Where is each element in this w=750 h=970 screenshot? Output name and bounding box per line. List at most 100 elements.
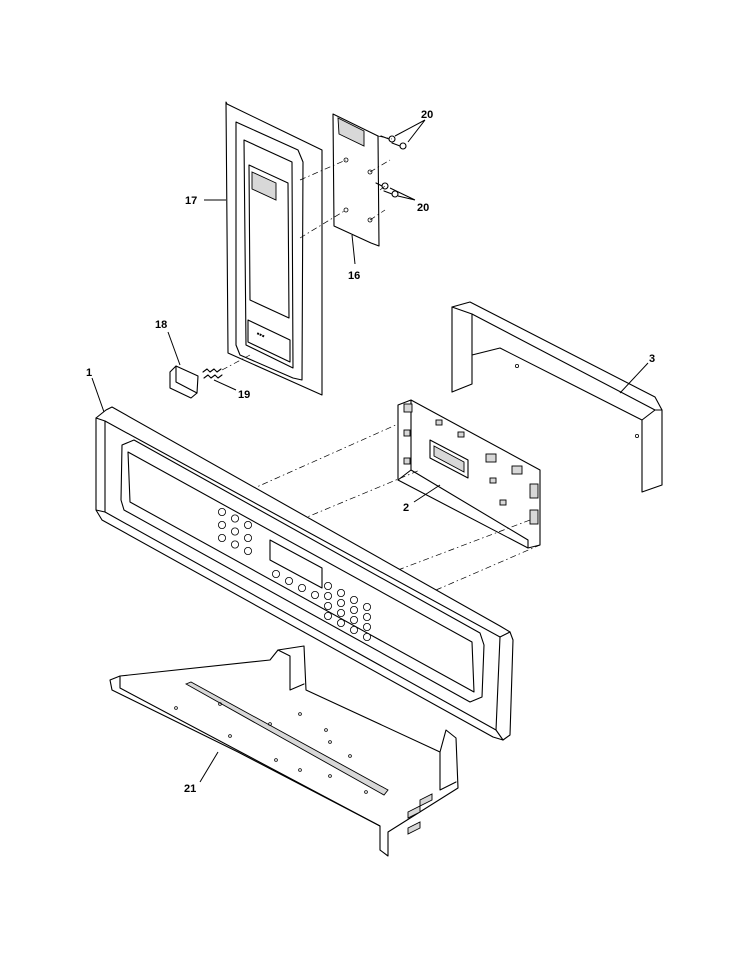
- panel-button: [230, 540, 239, 549]
- panel-button: [323, 612, 332, 621]
- tray-hole: [218, 702, 222, 706]
- tray-hole: [364, 790, 368, 794]
- tray-hole: [298, 768, 302, 772]
- screw: [391, 142, 407, 150]
- knob-edge: [175, 365, 198, 394]
- panel-button: [310, 591, 319, 600]
- callout-17: 17: [185, 195, 197, 207]
- trim-hole: [635, 433, 640, 438]
- tray-side: [439, 751, 457, 791]
- vent-cover-logo-mark: ▪▪▪: [255, 329, 267, 341]
- panel-button: [349, 606, 358, 615]
- part-18-knob: [169, 365, 199, 399]
- alignment-line-knob: [221, 354, 251, 371]
- leader-18: [167, 331, 181, 366]
- leader-2: [413, 484, 441, 503]
- bracket-hole: [343, 207, 349, 213]
- panel-button: [230, 527, 239, 536]
- panel-button: [336, 619, 345, 628]
- panel-button: [243, 521, 252, 530]
- callout-19: 19: [238, 389, 250, 401]
- panel-button: [349, 616, 358, 625]
- board-connector: [529, 509, 539, 525]
- trim-frame: [451, 301, 663, 493]
- tray-hole: [228, 734, 232, 738]
- board-component: [499, 499, 507, 506]
- part-3-trim: [451, 301, 663, 493]
- leader-16: [351, 234, 356, 265]
- leader-1: [91, 377, 105, 413]
- tray-hole: [324, 728, 328, 732]
- alignment-lines-upper: [299, 135, 393, 239]
- panel-edge: [95, 509, 106, 513]
- part-19-spring: [202, 368, 223, 379]
- callout-3: 3: [649, 353, 655, 365]
- tray-slot: [419, 793, 433, 807]
- board-connector: [403, 403, 413, 413]
- callout-2: 2: [403, 502, 409, 514]
- screw: [383, 190, 399, 198]
- part-1-control-panel: [95, 406, 514, 741]
- board-connector: [485, 453, 497, 463]
- tray-hole: [328, 740, 332, 744]
- panel-button: [297, 584, 306, 593]
- panel-button: [217, 534, 226, 543]
- tray-slot: [407, 821, 421, 835]
- vent-cover-inner: [243, 139, 294, 369]
- board-edge: [410, 399, 529, 549]
- callout-21: 21: [184, 783, 196, 795]
- knob-body: [169, 365, 199, 399]
- panel-button: [362, 603, 371, 612]
- tray-hole: [328, 774, 332, 778]
- panel-edge: [104, 420, 504, 741]
- board-connector: [403, 457, 411, 465]
- bracket-hole: [367, 217, 373, 223]
- panel-button: [362, 633, 371, 642]
- panel-edge: [495, 636, 501, 731]
- panel-button: [243, 547, 252, 556]
- panel-display: [269, 539, 323, 589]
- panel-button: [336, 589, 345, 598]
- panel-button: [323, 602, 332, 611]
- panel-glass-inner: [127, 451, 475, 693]
- panel-button: [271, 570, 280, 579]
- panel-button: [217, 521, 226, 530]
- panel-button: [243, 534, 252, 543]
- board-connector: [511, 465, 523, 475]
- leader-19: [213, 379, 237, 391]
- tray-hole: [348, 754, 352, 758]
- leader-20-bottom: [389, 187, 416, 201]
- tray-hole: [174, 706, 178, 710]
- tray-slot: [407, 805, 421, 819]
- board-connector: [403, 429, 411, 437]
- tray-hole: [274, 758, 278, 762]
- part-20-screws: [375, 135, 407, 198]
- callout-20-bottom: 20: [417, 202, 429, 214]
- tray-tab: [277, 649, 305, 691]
- panel-button: [349, 626, 358, 635]
- tray-edge: [119, 675, 381, 827]
- panel-button: [230, 514, 239, 523]
- panel-button: [362, 623, 371, 632]
- part-21-tray: [109, 645, 459, 857]
- panel-button: [217, 507, 226, 516]
- panel-button: [323, 592, 332, 601]
- spring-coil: [202, 368, 222, 373]
- part-2-control-board: [397, 399, 541, 549]
- part-17-inset: ▪▪▪: [225, 101, 323, 396]
- inset-border: [225, 101, 323, 396]
- panel-button: [362, 613, 371, 622]
- panel-button: [284, 577, 293, 586]
- board-display-window: [433, 445, 465, 473]
- callout-16: 16: [348, 270, 360, 282]
- panel-glass: [120, 439, 485, 703]
- leader-lines: [91, 119, 649, 783]
- bracket-hole: [367, 169, 373, 175]
- bracket-hole: [343, 157, 349, 163]
- panel-button-grid: [217, 507, 371, 642]
- panel-button: [336, 599, 345, 608]
- leader-3: [619, 362, 649, 394]
- callout-1: 1: [86, 367, 92, 379]
